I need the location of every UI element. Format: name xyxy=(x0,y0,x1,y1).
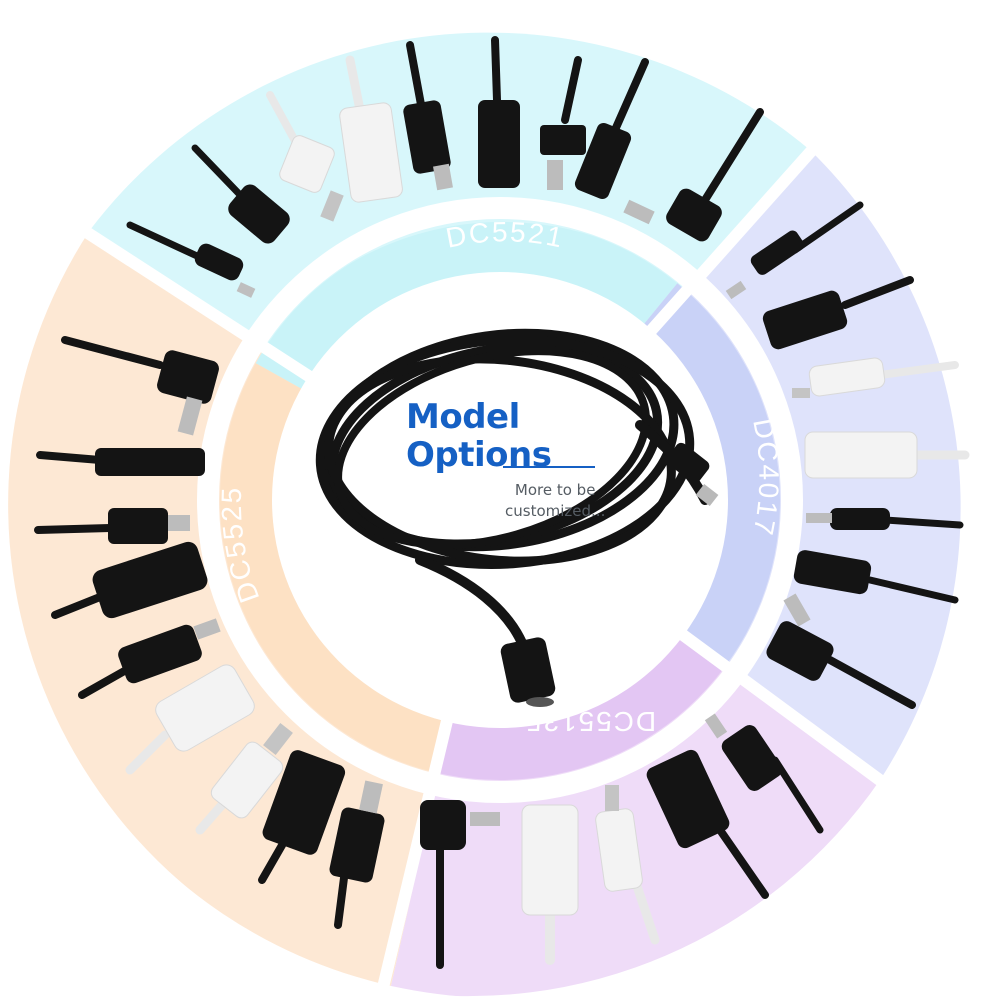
connector-plug-icon xyxy=(725,201,864,300)
connector-plug-icon xyxy=(126,221,256,298)
coiled-cable-photo xyxy=(315,328,710,655)
connector-plug-black-2-icon xyxy=(574,58,649,200)
center-subtitle: More to be customized... xyxy=(505,480,605,522)
connector-plug-black-icon xyxy=(34,508,190,544)
cable-plug-male xyxy=(666,442,719,507)
connector-socket-black-icon xyxy=(258,750,346,884)
center-subtitle-line-2: customized... xyxy=(505,502,606,520)
connector-socket-white-icon xyxy=(521,804,579,965)
connector-waterproof-icon xyxy=(540,56,586,190)
center-subtitle-line-1: More to be xyxy=(514,481,596,499)
connector-right-angle-icon xyxy=(61,336,219,436)
connector-set-dc5521 xyxy=(126,36,764,298)
connector-socket-icon xyxy=(646,749,769,899)
connector-socket-icon xyxy=(51,541,208,619)
connector-socket-black-icon xyxy=(478,36,520,188)
connector-plug-icon xyxy=(704,713,824,834)
connector-right-angle-icon xyxy=(766,593,916,709)
connector-plug-white-icon xyxy=(266,91,344,222)
connector-plug-white-icon xyxy=(595,785,660,945)
connector-plug-slim-icon xyxy=(806,508,964,530)
connector-socket-slim-icon xyxy=(793,550,959,604)
center-title-line-2: Options xyxy=(406,435,552,475)
connector-plug-black-icon xyxy=(403,41,453,191)
connector-plug-black-2-icon xyxy=(329,780,385,929)
center-title-line-1: Model xyxy=(406,397,520,437)
cable-plug-female xyxy=(500,637,556,707)
outer-white-ring xyxy=(197,197,803,803)
segment-label-dc55135: DC55135 xyxy=(524,706,656,737)
connector-plug-white-icon xyxy=(195,723,293,835)
connector-set-dc5525 xyxy=(34,336,385,929)
connector-socket-icon xyxy=(762,276,914,350)
connector-plug-icon xyxy=(78,618,221,699)
center-title: Model Options xyxy=(406,397,552,475)
connector-set-dc4017 xyxy=(725,201,970,709)
connector-socket-white-icon xyxy=(804,431,970,479)
connector-set-dc55135 xyxy=(420,713,824,969)
title-underline xyxy=(503,466,595,468)
connector-socket-icon xyxy=(191,144,290,244)
connector-right-angle-icon xyxy=(420,800,500,969)
connector-socket-white-icon xyxy=(125,664,255,775)
connector-socket-white-icon xyxy=(339,55,403,203)
connector-plug-waterproof-icon xyxy=(36,448,205,476)
connector-plug-white-icon xyxy=(792,357,959,398)
connector-right-angle-icon xyxy=(623,108,764,242)
